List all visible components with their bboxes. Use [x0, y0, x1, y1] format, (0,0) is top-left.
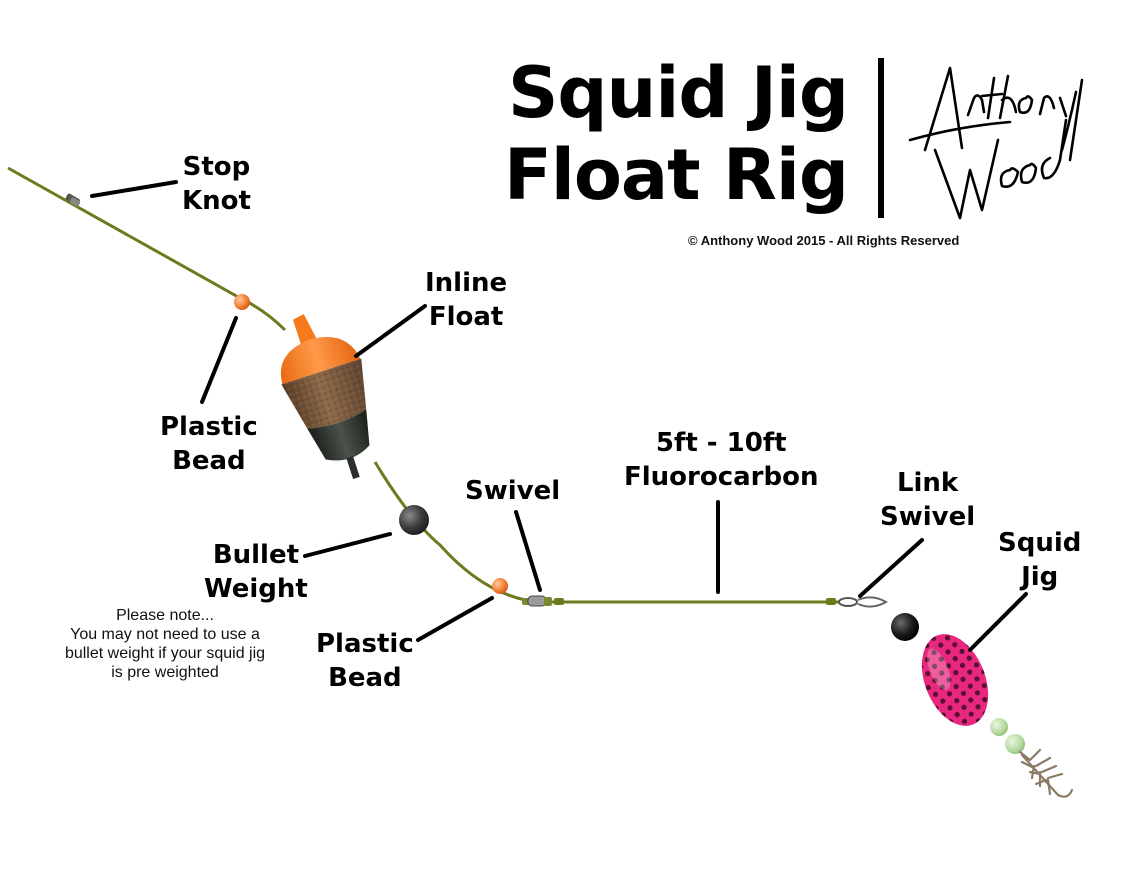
plastic-bead-top [234, 294, 250, 310]
leader-plastic-bead-top [200, 316, 238, 404]
label-plastic-bead-bottom: Plastic Bead [316, 627, 414, 695]
link-swivel [826, 596, 889, 608]
label-plastic-bead-bottom-line-2: Bead [328, 663, 402, 693]
barrel-swivel [522, 595, 564, 607]
stop-knot [65, 193, 81, 207]
note-line-1: Please note... [116, 607, 214, 624]
signature-image [908, 66, 1084, 220]
plastic-bead-bottom [492, 578, 508, 594]
leader-bullet-weight [303, 532, 392, 558]
inline-float [280, 314, 370, 479]
label-bullet-weight-line-1: Bullet [212, 540, 300, 570]
label-link-swivel: Link Swivel [880, 466, 975, 534]
label-fluorocarbon: 5ft - 10ft Fluorocarbon [624, 426, 819, 494]
leader-squid-jig [968, 592, 1028, 652]
label-link-swivel-line-1: Link [896, 468, 959, 498]
leader-inline-float [354, 304, 427, 358]
label-plastic-bead-top: Plastic Bead [160, 410, 258, 478]
label-bullet-weight: Bullet Weight [204, 538, 308, 606]
squid-jig [891, 613, 1074, 798]
bullet-weight [399, 505, 429, 535]
label-stop-knot: Stop Knot [182, 150, 251, 218]
label-fluorocarbon-line-1: 5ft - 10ft [655, 428, 787, 458]
title-line-1: Squid Jig [508, 52, 849, 134]
label-inline-float-line-2: Float [428, 302, 504, 332]
label-stop-knot-line-1: Stop [182, 152, 251, 182]
note-line-4: is pre weighted [111, 664, 219, 681]
leader-link-swivel [858, 538, 924, 598]
label-inline-float: Inline Float [425, 266, 507, 334]
label-bullet-weight-line-2: Weight [204, 574, 308, 604]
label-plastic-bead-top-line-1: Plastic [160, 412, 258, 442]
label-swivel: Swivel [465, 476, 561, 506]
bullet-weight-note: Please note... You may not need to use a… [40, 606, 290, 682]
label-inline-float-line-1: Inline [425, 268, 508, 298]
label-squid-jig-line-1: Squid [998, 528, 1082, 558]
label-squid-jig-line-2: Jig [1021, 562, 1059, 592]
label-stop-knot-line-2: Knot [182, 186, 251, 216]
note-line-2: You may not need to use a [70, 626, 260, 643]
label-squid-jig: Squid Jig [998, 526, 1081, 594]
title-line-2: Float Rig [504, 134, 849, 216]
label-plastic-bead-top-line-2: Bead [172, 446, 246, 476]
label-link-swivel-line-2: Swivel [880, 502, 976, 532]
leader-stop-knot [90, 180, 178, 198]
label-plastic-bead-bottom-line-1: Plastic [316, 629, 414, 659]
label-fluorocarbon-line-2: Fluorocarbon [624, 462, 819, 492]
note-line-3: bullet weight if your squid jig [64, 645, 266, 662]
copyright-text: © Anthony Wood 2015 - All Rights Reserve… [688, 233, 960, 248]
leader-swivel [514, 510, 542, 592]
leader-plastic-bead-bottom [416, 596, 494, 642]
